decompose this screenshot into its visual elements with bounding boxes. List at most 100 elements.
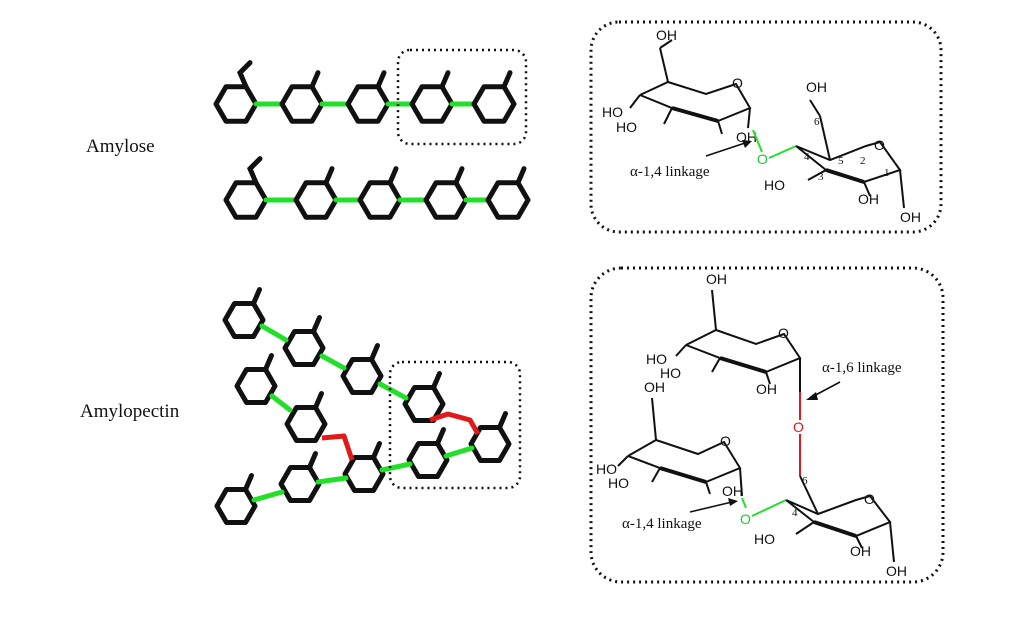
amylopectin-residue-c4 [406,441,450,479]
amylopectin-detail-box [589,266,945,584]
amylopectin-alpha14-bond-1 [259,323,289,343]
amylose-ho-3: HO [764,177,785,193]
amylopectin-14-link-a [741,497,747,509]
amylose-position-6: 6 [814,116,820,128]
amylose-ho-2: HO [616,119,637,135]
amylopectin-label: Amylopectin [80,401,180,422]
amylopectin-glucose-unit-top [675,289,802,392]
amylose-row2-residue-1-side-chain [247,156,263,186]
amylose-position-5: 5 [838,155,844,167]
amylopectin-residue-b1-side-chain [263,353,274,373]
amylopectin-position-4: 4 [792,507,798,519]
amylose-row1-residue-2 [279,84,325,124]
amylopectin-alpha14-bond-3 [377,381,409,401]
amylopectin-residue-b2-side-chain [313,391,324,411]
amylose-row1-residue-4-side-chain [439,70,451,90]
amylose-linkage-label: α-1,4 linkage [630,164,710,180]
amylose-oh-top-1: OH [656,27,677,43]
amylose-row2-residue-1 [223,180,269,220]
amylopectin-oh-3: OH [850,543,871,559]
amylopectin-14-label: α-1,4 linkage [622,516,702,532]
amylose-detail-link-1 [752,129,763,153]
amylose-row2-residue-2 [293,180,339,220]
amylopectin-14-arrow [689,501,733,513]
amylose-ring-o-1: O [732,75,743,91]
amylopectin-alpha14-bond-8 [443,445,475,459]
amylose-glucose-unit-2 [795,99,905,209]
amylose-row2-residue-5 [485,180,531,220]
amylopectin-16-label: α-1,6 linkage [822,360,902,376]
amylopectin-14-arrowhead [728,498,738,506]
amylopectin-ho-3: HO [596,461,617,477]
amylose-row2-residue-4-side-chain [453,166,465,186]
amylopectin-ring-o-3: O [864,491,875,507]
amylose-schematic [213,60,531,220]
amylopectin-alpha14-bond-2 [319,353,347,371]
amylopectin-residue-c4-side-chain [435,427,446,447]
amylose-linkage-arrowhead [742,140,752,148]
amylose-row2-residue-2-side-chain [323,166,335,186]
amylopectin-residue-b2 [284,405,328,443]
amylose-ho-1: HO [602,104,623,120]
amylopectin-alpha14-bond-6 [315,475,349,485]
amylopectin-residue-b1 [234,367,278,405]
amylopectin-residue-c2-side-chain [307,451,318,471]
amylopectin-oh-top-1: OH [706,271,727,287]
amylose-selection-box [396,48,528,146]
amylose-position-4: 4 [804,151,810,163]
amylopectin-ring-o-1: O [778,325,789,341]
amylose-row1-residue-4 [409,84,455,124]
amylose-row1-residue-1-side-chain [237,60,253,90]
amylose-row2-residue-3 [357,180,403,220]
amylose-row1-residue-1 [213,84,259,124]
amylopectin-residue-a3 [340,357,384,395]
amylopectin-residue-a4-side-chain [431,371,442,391]
amylopectin-residue-a1 [222,301,266,339]
amylopectin-glucose-unit-bottom [785,475,895,563]
amylose-linkage-arrow [705,141,749,157]
amylose-glucose-unit-1 [629,39,752,135]
amylose-row1-residue-5 [471,84,517,124]
amylopectin-position-6: 6 [802,475,808,487]
amylopectin-oh-1: OH [756,381,777,397]
amylopectin-selection-box [388,360,522,490]
amylopectin-ring-o-2: O [720,433,731,449]
amylopectin-ho-1: HO [646,351,667,367]
amylose-row2-residue-4 [423,180,469,220]
amylopectin-14-oxygen: O [740,511,751,527]
amylopectin-residue-c1 [214,487,258,525]
amylose-row1-residue-3 [345,84,391,124]
amylose-row2-residue-5-side-chain [515,166,527,186]
amylose-label: Amylose [86,136,155,157]
amylose-oh-top-2: OH [806,79,827,95]
amylopectin-residue-a5-side-chain [497,411,508,431]
amylose-row2-residue-3-side-chain [387,166,399,186]
amylopectin-residue-c1-side-chain [243,473,254,493]
amylose-row1-residue-2-side-chain [309,70,321,90]
amylopectin-schematic [214,287,512,525]
amylopectin-residue-c2 [278,465,322,503]
amylopectin-residue-c3 [342,455,386,493]
amylopectin-alpha14-bond-7 [379,461,413,473]
amylose-oh-3: OH [900,209,921,225]
amylopectin-residue-a3-side-chain [369,343,380,363]
amylose-detail-link-2 [768,145,797,159]
amylopectin-alpha16-bond-2 [429,411,481,436]
amylose-row1-residue-5-side-chain [501,70,513,90]
amylopectin-residue-c3-side-chain [371,441,382,461]
amylopectin-alpha16-bond-1 [321,433,355,461]
amylopectin-oh-top-2: OH [644,379,665,395]
amylose-detail-box [589,20,943,234]
amylopectin-16-arrowhead [806,392,818,400]
amylose-position-3: 3 [818,171,824,183]
amylopectin-residue-a1-side-chain [251,287,262,307]
amylose-glycosidic-o: O [757,151,768,167]
amylose-ring-o-2: O [874,137,885,153]
amylopectin-glucose-unit-left [617,397,743,497]
amylopectin-ho-5: HO [754,531,775,547]
amylopectin-oh-4: OH [886,563,907,579]
amylopectin-ho-2: HO [660,365,681,381]
amylose-row1-residue-3-side-chain [375,70,387,90]
amylopectin-residue-a2-side-chain [311,315,322,335]
